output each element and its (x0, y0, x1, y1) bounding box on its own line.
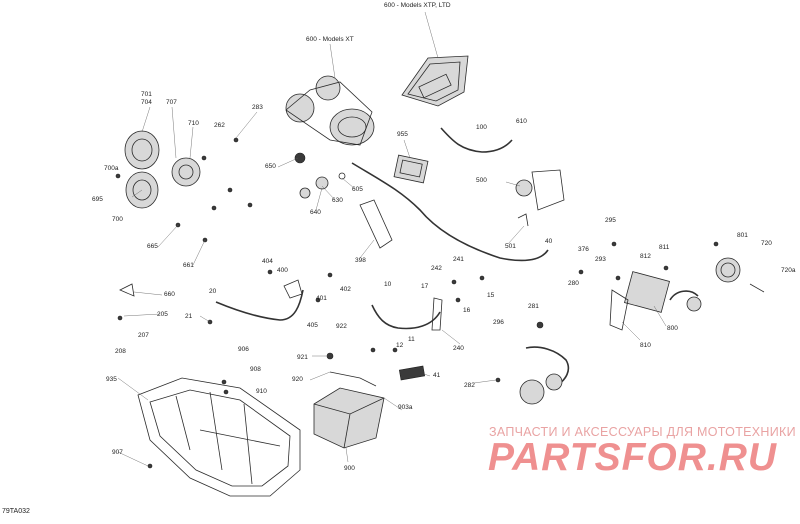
small-components (294, 152, 565, 249)
callout-935: 935 (106, 376, 117, 383)
callout-293: 293 (595, 256, 606, 263)
callout-907: 907 (112, 449, 123, 456)
callout-921: 921 (297, 354, 308, 361)
callout-710: 710 (188, 120, 199, 127)
callout-665: 665 (147, 243, 158, 250)
fasteners (115, 137, 719, 469)
callout-640: 640 (310, 209, 321, 216)
headlight-assembly (124, 130, 201, 209)
callout-208: 208 (115, 348, 126, 355)
callout-906: 906 (238, 346, 249, 353)
callout-207: 207 (138, 332, 149, 339)
callout-800: 800 (667, 325, 678, 332)
callout-21: 21 (185, 313, 193, 320)
callout-908: 908 (250, 366, 261, 373)
callout-242: 242 (431, 265, 442, 272)
instrument-cluster-ltd (401, 11, 469, 107)
callout-281: 281 (528, 303, 539, 310)
callout-241: 241 (453, 256, 464, 263)
callout-600-xt: 600 - Models XT (306, 36, 354, 43)
callout-376: 376 (578, 246, 589, 253)
leader-lines (117, 106, 667, 467)
callout-704: 704 (141, 99, 152, 106)
callout-801: 801 (737, 232, 748, 239)
callout-282: 282 (464, 382, 475, 389)
callout-402: 402 (340, 286, 351, 293)
callout-660: 660 (164, 291, 175, 298)
callout-262: 262 (214, 122, 225, 129)
callout-920: 920 (292, 376, 303, 383)
callout-10: 10 (384, 281, 392, 288)
callout-41: 41 (433, 372, 441, 379)
callout-20: 20 (209, 288, 217, 295)
callout-240: 240 (453, 345, 464, 352)
callout-296: 296 (493, 319, 504, 326)
callout-810: 810 (640, 342, 651, 349)
callout-500: 500 (476, 177, 487, 184)
callout-401: 401 (316, 295, 327, 302)
callout-398: 398 (355, 257, 366, 264)
callout-404: 404 (262, 258, 273, 265)
battery-frame (137, 377, 301, 497)
callout-701: 701 (141, 91, 152, 98)
watermark-subtitle: ЗАПЧАСТИ И АКСЕССУАРЫ ДЛЯ МОТОТЕХНИКИ (489, 425, 796, 439)
callout-695: 695 (92, 196, 103, 203)
callout-630: 630 (332, 197, 343, 204)
diagram-reference-code: 79TA032 (2, 508, 30, 515)
callout-605: 605 (352, 186, 363, 193)
callout-405: 405 (307, 322, 318, 329)
callout-610: 610 (516, 118, 527, 125)
callout-700: 700 (112, 216, 123, 223)
callout-720a: 720a (781, 267, 796, 274)
callout-283: 283 (252, 104, 263, 111)
callout-11: 11 (408, 336, 415, 343)
watermark-logo: PARTSFOR.RU (488, 436, 778, 479)
callout-15: 15 (487, 292, 495, 299)
callout-40: 40 (545, 238, 553, 245)
callout-12: 12 (396, 342, 404, 349)
electronic-modules (519, 257, 765, 405)
callout-900: 900 (344, 465, 355, 472)
callout-100: 100 (476, 124, 487, 131)
callout-910: 910 (256, 388, 267, 395)
callout-903a: 903a (398, 404, 413, 411)
callout-922: 922 (336, 323, 347, 330)
callout-720: 720 (761, 240, 772, 247)
callout-811: 811 (659, 244, 670, 251)
callout-812: 812 (640, 253, 651, 260)
callout-600-ltd: 600 - Models XTP, LTD (384, 2, 451, 9)
callout-661: 661 (183, 262, 194, 269)
wiring-harness (215, 127, 699, 387)
callout-707: 707 (166, 99, 177, 106)
callout-501: 501 (505, 243, 516, 250)
callout-16: 16 (463, 307, 471, 314)
callout-280: 280 (568, 280, 579, 287)
callout-295: 295 (605, 217, 616, 224)
callout-17: 17 (421, 283, 429, 290)
callout-700a: 700a (104, 165, 119, 172)
callout-955: 955 (397, 131, 408, 138)
battery (313, 365, 426, 449)
callout-205: 205 (157, 311, 168, 318)
instrument-cluster-xt (285, 43, 375, 146)
callout-400: 400 (277, 267, 288, 274)
callout-650: 650 (265, 163, 276, 170)
